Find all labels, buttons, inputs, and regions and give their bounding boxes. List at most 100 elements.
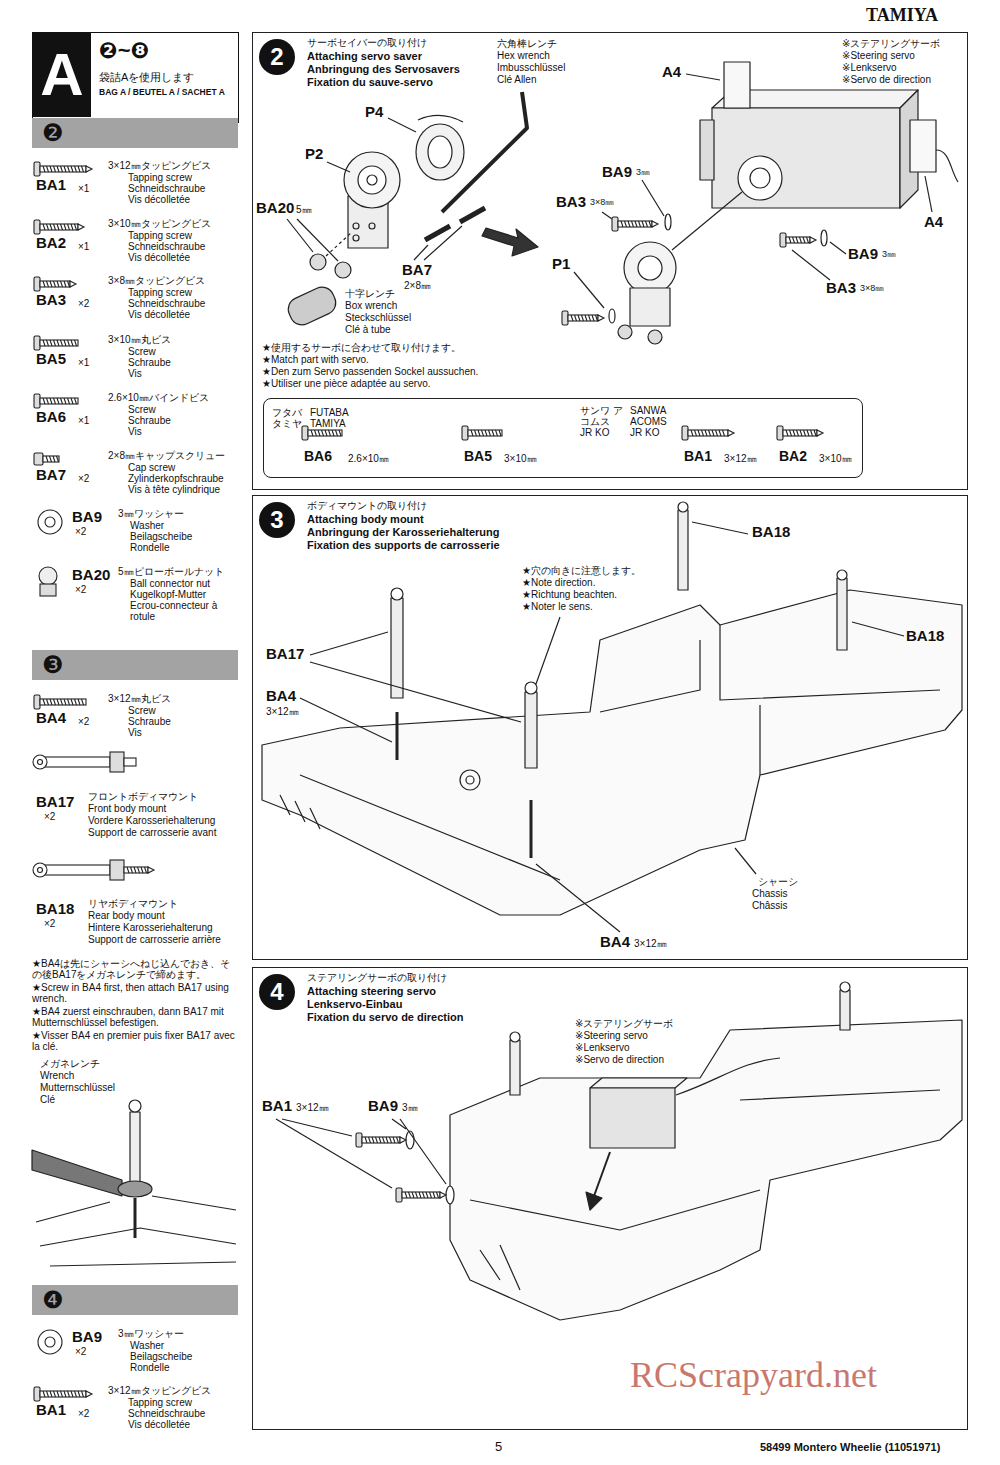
label-text: 3㎜ — [882, 250, 896, 260]
chassis-illustration — [525, 682, 537, 694]
body-mount-icon — [124, 758, 136, 766]
label-text: ※Steering servo — [842, 50, 915, 61]
node-text: ❷ — [42, 118, 64, 148]
chassis-illustration — [391, 588, 403, 600]
screw-icon — [339, 430, 341, 436]
screw-icon — [499, 430, 501, 436]
screw-icon — [468, 430, 502, 436]
part-code: BA9 — [848, 246, 878, 263]
node-text: BAG A / BEUTEL A / SACHET A — [99, 88, 233, 97]
servo-saver-illustration — [414, 226, 462, 260]
body-mount-icon — [40, 757, 110, 767]
screw-icon — [34, 220, 40, 234]
label-text: Chassis — [752, 888, 788, 899]
servo-saver-illustration — [738, 156, 782, 200]
screw-icon — [61, 699, 63, 705]
screw-icon — [64, 340, 66, 346]
label-text: Vis décolletée — [128, 1419, 190, 1430]
screw-icon — [64, 166, 66, 172]
body-mount-icon — [134, 867, 136, 873]
screw-icon — [50, 699, 52, 705]
screw-icon — [311, 430, 313, 436]
node-text: ❹ — [42, 1285, 64, 1315]
label-text: Tapping screw — [128, 1397, 192, 1408]
label-text: 3㎜ワッシャー — [118, 508, 184, 519]
screw-icon — [632, 221, 634, 227]
wrench-inset — [32, 1100, 236, 1266]
step-band: ❹ — [32, 1285, 238, 1315]
screw-icon — [719, 430, 721, 436]
step-band: ❸ — [32, 650, 238, 680]
label-text: Rondelle — [130, 1362, 235, 1373]
label-text: Ecrou-connecteur à rotule — [130, 600, 235, 622]
servo-saver-illustration — [574, 272, 604, 308]
label-text: Beilagscheibe — [130, 531, 192, 542]
label-text: Tapping screw — [128, 230, 192, 241]
label-text: Clé — [40, 1094, 55, 1105]
screw-icon — [68, 224, 70, 230]
washer-icon — [38, 510, 62, 534]
step-number: 3 — [259, 502, 295, 538]
body-mount-icon — [131, 867, 133, 873]
screw-icon — [419, 1192, 421, 1198]
label-text: 3×8㎜ — [590, 198, 614, 208]
body-mount-icon — [40, 865, 110, 875]
screw-icon — [40, 166, 86, 172]
screw-icon — [612, 217, 658, 231]
screw-icon — [585, 315, 587, 321]
screw-icon — [61, 224, 63, 230]
label-text: 3×8㎜ — [860, 284, 884, 294]
screw-icon — [716, 430, 718, 436]
screw-icon — [54, 699, 56, 705]
label-text: Screw — [128, 346, 156, 357]
wrench-inset — [130, 1112, 140, 1186]
steering-servo-illustration — [594, 1152, 610, 1196]
screw-icon — [43, 166, 45, 172]
chassis-illustration — [280, 795, 320, 829]
screw-icon — [482, 430, 484, 436]
screw-icon — [302, 426, 308, 440]
part-code: BA7 — [36, 467, 66, 484]
label-text: 3㎜ワッシャー — [118, 1328, 184, 1339]
screw-icon — [43, 456, 59, 462]
part-code: BA9 — [368, 1098, 398, 1115]
body-mount-icon — [38, 868, 43, 873]
screw-icon — [621, 221, 623, 227]
screw-icon — [61, 166, 63, 172]
screw-icon — [54, 398, 56, 404]
screw-icon — [64, 398, 66, 404]
part-code: TAMIYA — [866, 6, 938, 26]
screw-icon — [308, 430, 342, 436]
screw-icon — [618, 221, 652, 227]
part-code: BA18 — [906, 628, 944, 645]
label-text: 5㎜ピローボールナット — [118, 566, 224, 577]
screw-icon — [57, 456, 59, 462]
steering-servo-illustration — [276, 1119, 392, 1188]
screw-icon — [478, 430, 480, 436]
servo-saver-illustration — [792, 242, 846, 280]
label-text: Clé à tube — [345, 324, 391, 335]
label-text: 3×12㎜ — [266, 706, 299, 717]
chassis-illustration — [396, 712, 399, 760]
node-text: Lenkservo-Einbau — [307, 998, 402, 1010]
screw-icon — [409, 1192, 411, 1198]
screw-icon — [712, 430, 714, 436]
servo-saver-illustration — [665, 214, 671, 230]
chassis-illustration — [735, 848, 756, 874]
screw-icon — [810, 237, 816, 243]
label-text: ×2 — [78, 716, 89, 727]
screw-icon — [639, 221, 641, 227]
label-text: Hex wrench — [497, 50, 550, 61]
screw-icon — [64, 1391, 66, 1397]
steering-servo-illustration — [590, 1078, 687, 1088]
screw-icon — [728, 430, 734, 436]
node-text: 3×10㎜ — [504, 453, 537, 464]
label-text: ×2 — [75, 584, 86, 595]
screw-icon — [47, 699, 49, 705]
steering-servo-illustration — [450, 1020, 962, 1320]
servo-saver-illustration — [624, 242, 676, 294]
chassis-illustration — [678, 502, 688, 512]
steering-servo-illustration — [276, 982, 962, 1320]
servo-saver-illustration — [369, 223, 375, 229]
label-text: Vis décolletée — [128, 194, 190, 205]
